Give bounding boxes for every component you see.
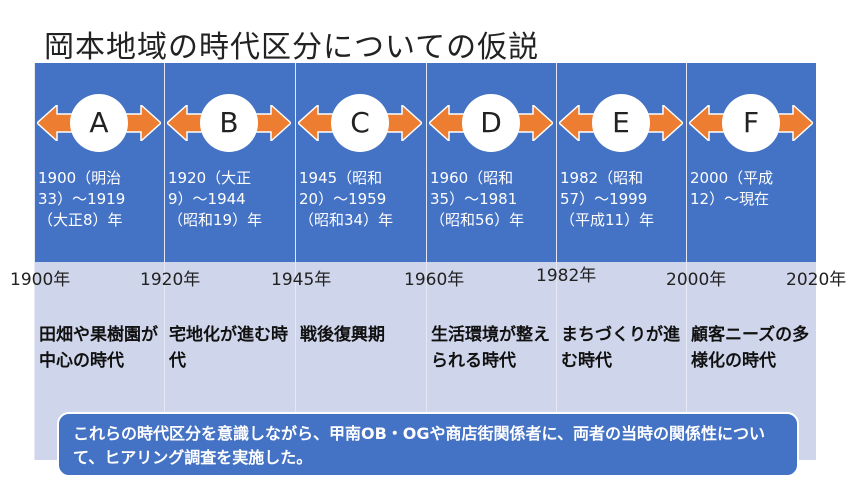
period-range: 2000（平成 12）～現在 <box>690 169 774 208</box>
period-column <box>556 63 686 460</box>
period-letter: B <box>200 94 258 152</box>
period-description: まちづくりが進む時代 <box>561 325 680 371</box>
period-letter: F <box>722 94 780 152</box>
period-column <box>34 63 164 460</box>
period-description: 戦後復興期 <box>300 325 385 345</box>
year-label: 1982年 <box>536 266 597 286</box>
period-description: 宅地化が進む時代 <box>169 325 288 371</box>
period-range: 1982（昭和 57）～1999 （平成11）年 <box>560 169 655 229</box>
period-description: 顧客ニーズの多様化の時代 <box>691 325 810 371</box>
period-range: 1900（明治 33）～1919 （大正8）年 <box>38 169 126 229</box>
year-label: 1900年 <box>10 270 71 290</box>
period-column <box>426 63 556 460</box>
period-letter: E <box>592 94 650 152</box>
period-range: 1960（昭和 35）～1981 （昭和56）年 <box>430 169 525 229</box>
year-label: 1920年 <box>140 270 201 290</box>
period-letter: A <box>70 94 128 152</box>
period-column <box>686 63 816 460</box>
slide-title: 岡本地域の時代区分についての仮説 <box>44 30 540 65</box>
callout-box: これらの時代区分を意識しながら、甲南OB・OGや商店街関係者に、両者の当時の関係… <box>57 412 799 477</box>
year-label: 2020年 <box>786 270 847 290</box>
year-label: 2000年 <box>666 270 727 290</box>
period-description: 田畑や果樹園が中心の時代 <box>39 325 158 371</box>
period-range: 1945（昭和 20）～1959 （昭和34）年 <box>299 169 394 229</box>
period-column <box>295 63 425 460</box>
period-letter: D <box>462 94 520 152</box>
year-label: 1960年 <box>404 270 465 290</box>
period-range: 1920（大正 9）～1944 （昭和19）年 <box>168 169 263 229</box>
year-label: 1945年 <box>271 270 332 290</box>
period-description: 生活環境が整えられる時代 <box>431 325 550 371</box>
period-letter: C <box>331 94 389 152</box>
period-column <box>164 63 294 460</box>
